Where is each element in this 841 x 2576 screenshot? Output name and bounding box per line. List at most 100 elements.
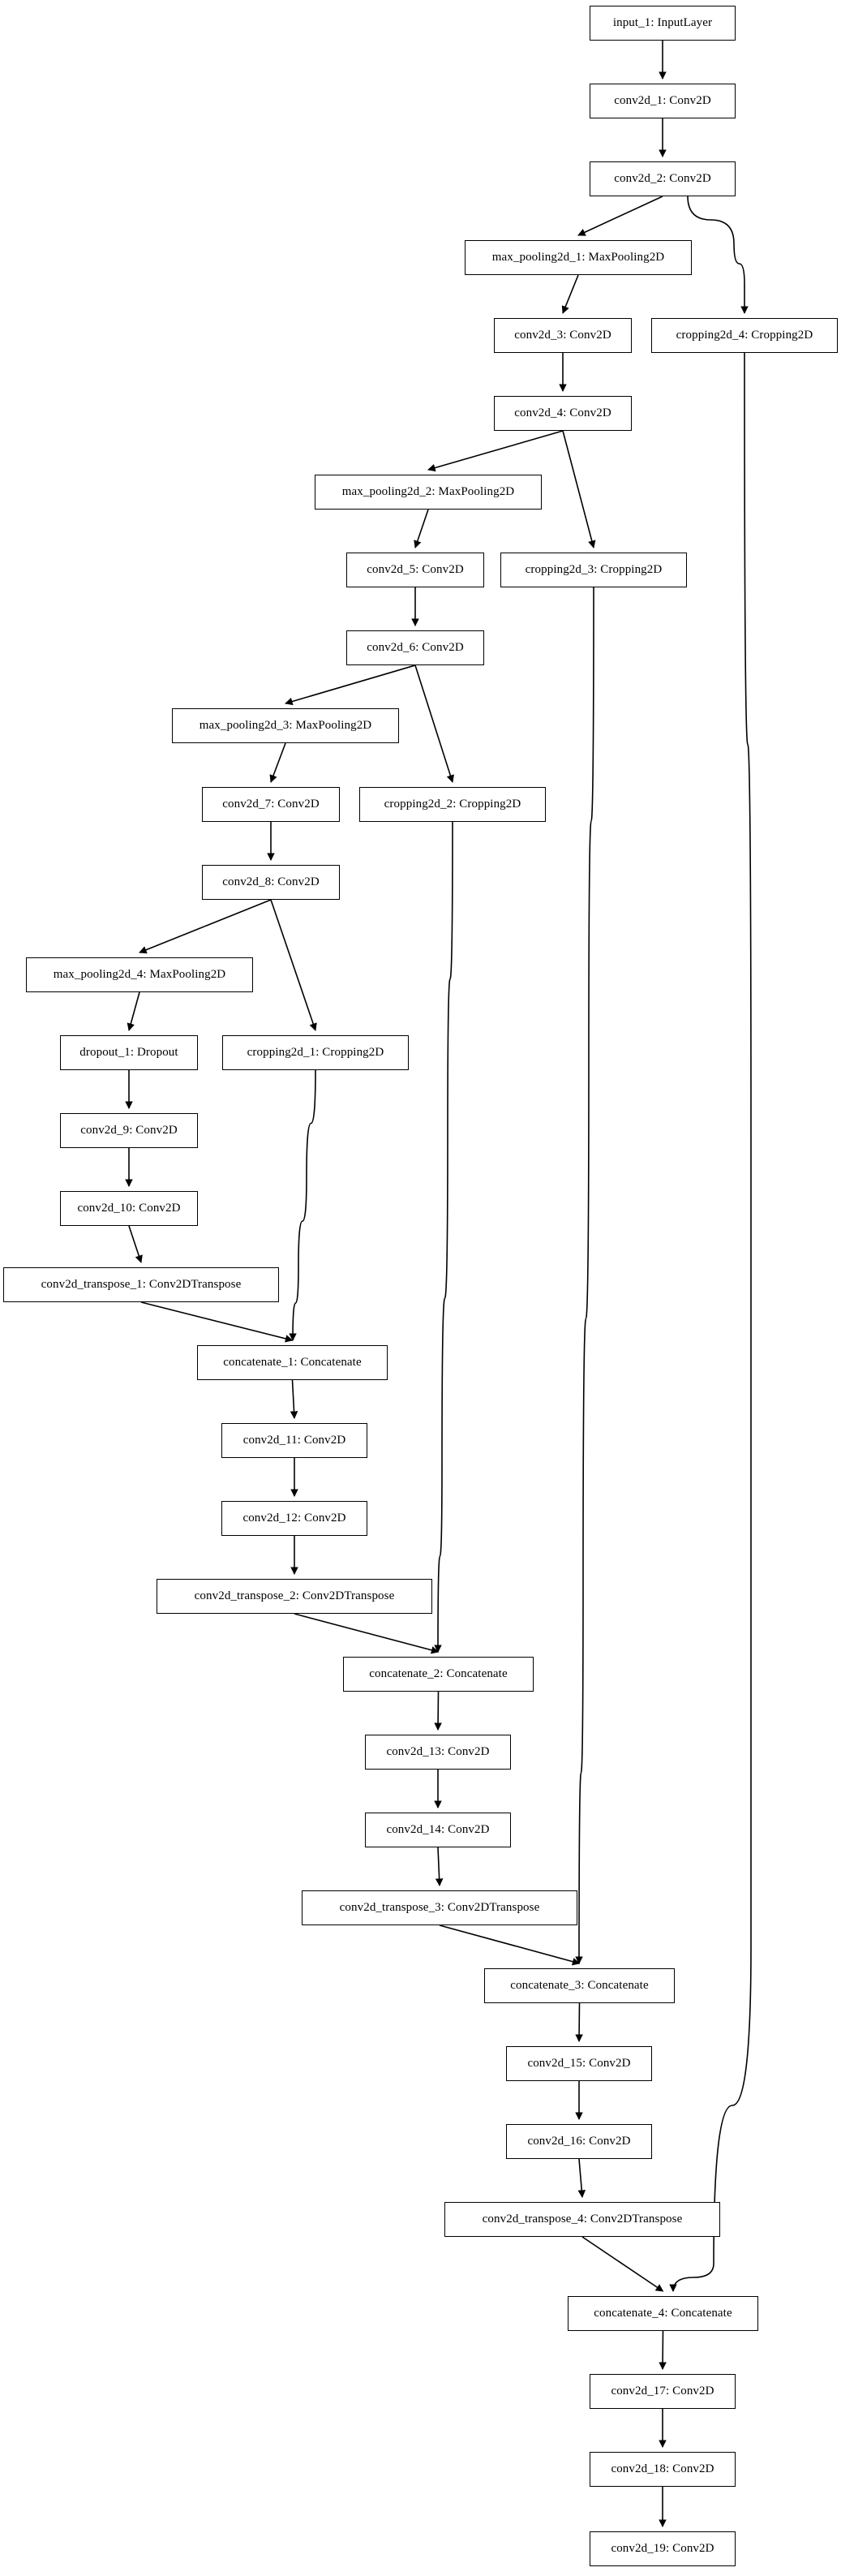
node-label: conv2d_5: Conv2D (367, 563, 464, 576)
node-concatenate_2[interactable]: concatenate_2: Concatenate (343, 1657, 534, 1692)
edge-cropping2d_1-to-concatenate_1 (289, 1069, 316, 1341)
node-label: conv2d_transpose_2: Conv2DTranspose (194, 1589, 395, 1602)
node-conv2d_10[interactable]: conv2d_10: Conv2D (60, 1191, 198, 1226)
node-conv2d_7[interactable]: conv2d_7: Conv2D (202, 787, 340, 822)
node-max_pooling2d_3[interactable]: max_pooling2d_3: MaxPooling2D (172, 708, 399, 743)
edge-concatenate_1-to-conv2d_11 (290, 1379, 298, 1419)
node-label: conv2d_transpose_4: Conv2DTranspose (482, 2213, 683, 2226)
edge-conv2d_8-to-max_pooling2d_4 (139, 899, 272, 954)
node-cropping2d_4[interactable]: cropping2d_4: Cropping2D (651, 318, 838, 353)
node-label: conv2d_1: Conv2D (614, 94, 711, 107)
node-conv2d_12[interactable]: conv2d_12: Conv2D (221, 1501, 367, 1536)
node-label: cropping2d_1: Cropping2D (247, 1046, 384, 1059)
node-label: dropout_1: Dropout (79, 1046, 178, 1059)
edge-conv2d_4-to-max_pooling2d_2 (427, 430, 564, 472)
node-max_pooling2d_4[interactable]: max_pooling2d_4: MaxPooling2D (26, 957, 253, 992)
node-label: concatenate_2: Concatenate (369, 1667, 508, 1680)
node-conv2d_11[interactable]: conv2d_11: Conv2D (221, 1423, 367, 1458)
edge-cropping2d_3-to-concatenate_3 (575, 587, 594, 1964)
edge-conv2d_16-to-conv2d_transpose_4 (577, 2158, 586, 2198)
edge-conv2d_10-to-conv2d_transpose_1 (128, 1225, 143, 1263)
edge-conv2d_8-to-cropping2d_1 (270, 899, 317, 1031)
edge-conv2d_transpose_2-to-concatenate_2 (294, 1613, 440, 1654)
edge-conv2d_transpose_1-to-concatenate_1 (140, 1301, 294, 1343)
node-conv2d_13[interactable]: conv2d_13: Conv2D (365, 1735, 511, 1770)
edge-conv2d_4-to-cropping2d_3 (562, 430, 596, 548)
node-max_pooling2d_2[interactable]: max_pooling2d_2: MaxPooling2D (315, 475, 542, 510)
node-label: conv2d_15: Conv2D (527, 2057, 631, 2070)
node-label: input_1: InputLayer (612, 16, 713, 29)
node-concatenate_3[interactable]: concatenate_3: Concatenate (484, 1968, 675, 2003)
node-label: conv2d_17: Conv2D (611, 2385, 714, 2398)
node-cropping2d_3[interactable]: cropping2d_3: Cropping2D (500, 553, 687, 587)
node-label: conv2d_3: Conv2D (514, 329, 611, 342)
node-conv2d_15[interactable]: conv2d_15: Conv2D (506, 2046, 652, 2081)
edge-conv2d_6-to-cropping2d_2 (414, 664, 454, 783)
node-conv2d_2[interactable]: conv2d_2: Conv2D (590, 161, 736, 196)
node-conv2d_1[interactable]: conv2d_1: Conv2D (590, 84, 736, 118)
edge-conv2d_14-to-conv2d_transpose_3 (435, 1847, 444, 1886)
node-label: conv2d_8: Conv2D (222, 875, 320, 888)
edge-cropping2d_2-to-concatenate_2 (434, 821, 453, 1653)
node-label: conv2d_transpose_3: Conv2DTranspose (339, 1901, 540, 1914)
node-input_1[interactable]: input_1: InputLayer (590, 6, 736, 41)
node-label: conv2d_19: Conv2D (611, 2542, 714, 2555)
node-max_pooling2d_1[interactable]: max_pooling2d_1: MaxPooling2D (465, 240, 692, 275)
node-label: concatenate_3: Concatenate (510, 1979, 649, 1992)
node-cropping2d_1[interactable]: cropping2d_1: Cropping2D (222, 1035, 409, 1070)
node-label: conv2d_4: Conv2D (514, 406, 611, 419)
edge-conv2d_transpose_3-to-concatenate_3 (439, 1924, 581, 1966)
node-conv2d_transpose_3[interactable]: conv2d_transpose_3: Conv2DTranspose (302, 1890, 577, 1925)
node-conv2d_9[interactable]: conv2d_9: Conv2D (60, 1113, 198, 1148)
node-cropping2d_2[interactable]: cropping2d_2: Cropping2D (359, 787, 546, 822)
node-label: conv2d_14: Conv2D (386, 1823, 490, 1836)
node-label: max_pooling2d_4: MaxPooling2D (53, 968, 226, 981)
node-dropout_1[interactable]: dropout_1: Dropout (60, 1035, 198, 1070)
node-conv2d_transpose_1[interactable]: conv2d_transpose_1: Conv2DTranspose (3, 1267, 279, 1302)
edge-conv2d_6-to-max_pooling2d_3 (285, 664, 416, 706)
node-concatenate_4[interactable]: concatenate_4: Concatenate (568, 2296, 758, 2331)
node-label: concatenate_4: Concatenate (594, 2307, 732, 2320)
edge-concatenate_3-to-conv2d_15 (575, 2002, 583, 2042)
edge-max_pooling2d_1-to-conv2d_3 (561, 274, 579, 314)
node-conv2d_18[interactable]: conv2d_18: Conv2D (590, 2452, 736, 2487)
edge-max_pooling2d_2-to-conv2d_5 (414, 509, 429, 548)
edge-conv2d_2-to-max_pooling2d_1 (577, 196, 663, 236)
node-conv2d_19[interactable]: conv2d_19: Conv2D (590, 2531, 736, 2566)
node-label: conv2d_16: Conv2D (527, 2135, 631, 2148)
node-label: conv2d_12: Conv2D (242, 1512, 346, 1525)
node-conv2d_6[interactable]: conv2d_6: Conv2D (346, 630, 484, 665)
node-label: max_pooling2d_1: MaxPooling2D (491, 251, 665, 264)
node-label: conv2d_2: Conv2D (614, 172, 711, 185)
node-label: cropping2d_4: Cropping2D (676, 329, 813, 342)
node-conv2d_17[interactable]: conv2d_17: Conv2D (590, 2374, 736, 2409)
node-conv2d_4[interactable]: conv2d_4: Conv2D (494, 396, 632, 431)
node-label: conv2d_10: Conv2D (77, 1202, 181, 1215)
node-conv2d_8[interactable]: conv2d_8: Conv2D (202, 865, 340, 900)
node-label: concatenate_1: Concatenate (223, 1356, 362, 1369)
node-concatenate_1[interactable]: concatenate_1: Concatenate (197, 1345, 388, 1380)
node-conv2d_transpose_4[interactable]: conv2d_transpose_4: Conv2DTranspose (444, 2202, 720, 2237)
edge-max_pooling2d_3-to-conv2d_7 (269, 742, 286, 783)
node-label: conv2d_9: Conv2D (80, 1124, 178, 1137)
edge-concatenate_2-to-conv2d_13 (434, 1691, 442, 1731)
edge-conv2d_2-to-cropping2d_4 (687, 196, 749, 314)
edge-conv2d_transpose_4-to-concatenate_4 (581, 2236, 664, 2292)
node-conv2d_transpose_2[interactable]: conv2d_transpose_2: Conv2DTranspose (157, 1579, 432, 1614)
node-label: max_pooling2d_3: MaxPooling2D (199, 719, 372, 732)
node-label: conv2d_11: Conv2D (242, 1434, 346, 1447)
node-label: conv2d_6: Conv2D (367, 641, 464, 654)
edge-max_pooling2d_4-to-dropout_1 (127, 991, 140, 1031)
node-label: conv2d_13: Conv2D (386, 1745, 490, 1758)
node-label: conv2d_transpose_1: Conv2DTranspose (41, 1278, 242, 1291)
node-label: cropping2d_3: Cropping2D (525, 563, 663, 576)
node-conv2d_5[interactable]: conv2d_5: Conv2D (346, 553, 484, 587)
node-conv2d_3[interactable]: conv2d_3: Conv2D (494, 318, 632, 353)
node-label: cropping2d_2: Cropping2D (384, 798, 521, 811)
node-conv2d_16[interactable]: conv2d_16: Conv2D (506, 2124, 652, 2159)
node-label: max_pooling2d_2: MaxPooling2D (341, 485, 515, 498)
node-conv2d_14[interactable]: conv2d_14: Conv2D (365, 1813, 511, 1847)
